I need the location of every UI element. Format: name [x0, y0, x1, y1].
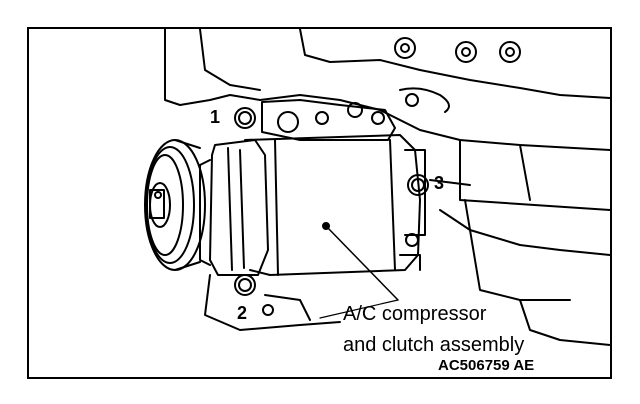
- bolt-2: [234, 274, 256, 296]
- compressor-body: [244, 134, 426, 276]
- component-label-line2: and clutch assembly: [343, 334, 525, 356]
- clutch-housing: [199, 139, 269, 276]
- bolt-3: [407, 174, 429, 196]
- pulley: [144, 139, 206, 271]
- callout-2: 2: [237, 303, 248, 323]
- figure-code: AC506759 AE: [438, 357, 535, 374]
- callout-3: 3: [434, 173, 445, 193]
- component-label-line1: A/C compressor: [343, 303, 487, 325]
- engine-block-outline: [164, 29, 610, 346]
- leader-line: [325, 225, 399, 301]
- callout-1: 1: [210, 107, 221, 127]
- mount-holes: [277, 37, 521, 133]
- bolt-1: [234, 107, 256, 129]
